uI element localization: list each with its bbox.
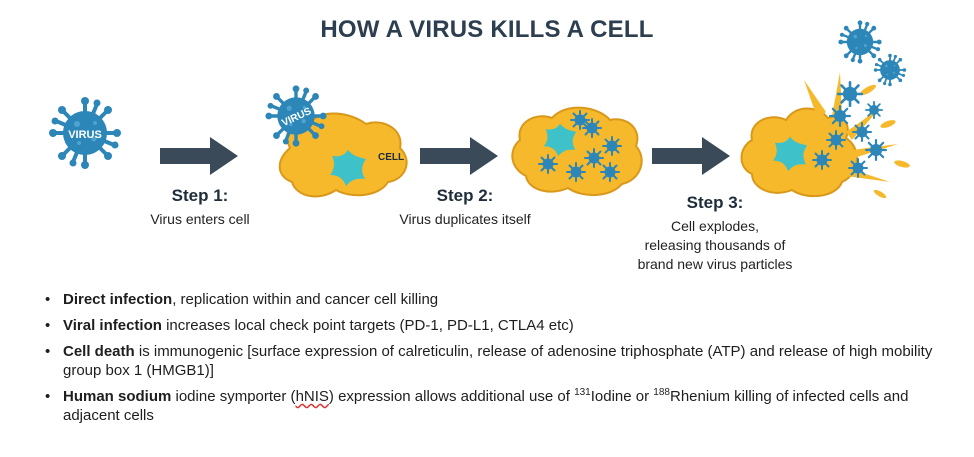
isotope-superscript: 188 — [653, 387, 670, 398]
step-1: Step 1: Virus enters cell — [130, 186, 270, 229]
released-virus-icon — [837, 19, 883, 65]
step-3: Step 3: Cell explodes, releasing thousan… — [605, 193, 825, 274]
arrow-icon — [652, 137, 730, 175]
step-3-description-line: brand new virus particles — [637, 256, 793, 272]
arrow-icon — [420, 137, 498, 175]
step-3-description-line: releasing thousands of — [644, 237, 786, 253]
arrow-icon — [160, 137, 238, 175]
bullet-bold: Direct infection — [63, 291, 173, 308]
hnis-term: hNIS — [295, 388, 329, 405]
bullet-bold: Human sodium — [63, 388, 172, 405]
bullet-text: , replication within and cancer cell kil… — [172, 291, 439, 308]
bullet-text: ) expression allows additional use of — [328, 388, 575, 405]
entering-virus-icon: VIRUS — [263, 83, 329, 149]
bullet-text: Iodine or — [590, 388, 654, 405]
step-2-heading: Step 2: — [436, 186, 494, 205]
bullet-item: Cell death is immunogenic [surface expre… — [45, 342, 945, 380]
bullet-item: Direct infection, replication within and… — [45, 290, 945, 309]
exploding-cell-icon — [740, 72, 910, 199]
virus-label: VIRUS — [68, 129, 102, 141]
virus-lifecycle-diagram: VIRUS CELL VIRUS — [47, 19, 910, 199]
step-2-description: Virus duplicates itself — [399, 211, 531, 227]
step-3-description: Cell explodes, releasing thousands of br… — [605, 217, 825, 274]
step-1-heading: Step 1: — [171, 186, 229, 205]
step-3-description-line: Cell explodes, — [671, 218, 759, 234]
bullet-text: increases local check point targets (PD-… — [161, 317, 574, 334]
bullet-bold: Viral infection — [63, 317, 162, 334]
diagram-title: HOW A VIRUS KILLS A CELL — [320, 16, 654, 43]
released-virus-icon — [872, 52, 908, 88]
step-3-heading: Step 3: — [686, 193, 744, 212]
bullet-item: Viral infection increases local check po… — [45, 316, 945, 335]
isotope-superscript: 131 — [574, 387, 591, 398]
cell-label: CELL — [378, 152, 404, 163]
bullet-text: is immunogenic [surface expression of ca… — [63, 343, 933, 379]
bullet-text: iodine symporter ( — [171, 388, 296, 405]
step-2: Step 2: Virus duplicates itself — [375, 186, 555, 229]
replicating-cell-icon — [511, 106, 643, 196]
bullet-item: Human sodium iodine symporter (hNIS) exp… — [45, 387, 945, 425]
virus-icon: VIRUS — [47, 95, 123, 171]
bullet-list: Direct infection, replication within and… — [45, 290, 945, 432]
step-1-description: Virus enters cell — [150, 211, 250, 227]
bullet-bold: Cell death — [63, 343, 135, 360]
bullet-text: Rhenium killing of infected cells and ad… — [63, 388, 909, 424]
